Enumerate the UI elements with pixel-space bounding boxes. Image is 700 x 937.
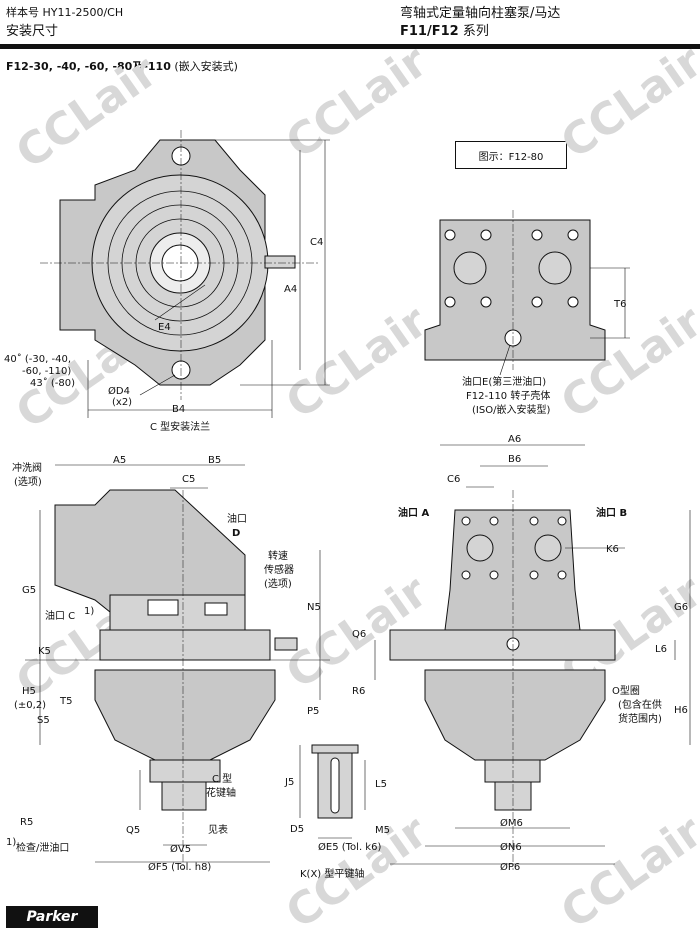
side-view: A5 B5 C5 冲洗阀 (选项) 油口 D 转速 传感器 (选项) G5 N5… <box>6 455 330 873</box>
product-series: F11/F12 系列 <box>400 24 489 39</box>
page-header: 样本号 HY11-2500/CH 安装尺寸 弯轴式定量轴向柱塞泵/马达 F11/… <box>0 0 700 46</box>
footnote-ref: 1) <box>6 837 16 848</box>
footnote-text: 检查/泄油口 <box>16 841 69 854</box>
key-shaft-view: J5 L5 D5 M5 ØE5 (Tol. k6) K(X) 型平键轴 <box>284 744 390 880</box>
port-C-label: 油口 C <box>45 609 75 622</box>
dim-K6: K6 <box>606 544 619 555</box>
port-E-note-2: F12-110 转子壳体 <box>466 389 550 402</box>
watermark: CCLair <box>277 36 437 169</box>
product-line: 弯轴式定量轴向柱塞泵/马达 <box>400 6 561 21</box>
see-table: 见表 <box>208 823 228 836</box>
key-shaft-caption: K(X) 型平键轴 <box>300 867 364 880</box>
dim-D5: D5 <box>290 824 304 835</box>
port-C-footnote-ref: 1) <box>84 606 94 617</box>
watermark: CCLair <box>7 46 167 179</box>
front-flange-view: C4 A4 E4 ØD4 (x2) B4 40˚ (-30, -40, -60,… <box>4 130 330 433</box>
flush-valve-label: 冲洗阀 <box>12 461 42 474</box>
port-A-label: 油口 A <box>398 506 429 519</box>
dim-H5: H5 <box>22 686 36 697</box>
dim-A6: A6 <box>508 434 521 445</box>
watermark: CCLair <box>277 296 437 429</box>
shaft-C-label-2: 花键轴 <box>206 786 236 799</box>
flange-caption: C 型安装法兰 <box>150 420 210 433</box>
watermark: CCLair <box>552 36 700 169</box>
dim-R6: R6 <box>352 686 365 697</box>
port-E-note-1: 油口E(第三泄油口) <box>462 375 546 388</box>
dim-P5: P5 <box>307 706 319 717</box>
dim-B6: B6 <box>508 454 521 465</box>
dim-H6: H6 <box>674 705 688 716</box>
dim-E4: E4 <box>158 322 171 333</box>
dim-P6: ØP6 <box>500 861 520 873</box>
watermark-group: CCLair CCLair CCLair CCLair CCLair CCLai… <box>7 36 700 937</box>
speed-sensor-1: 转速 <box>268 549 288 562</box>
dim-Q6: Q6 <box>352 629 366 640</box>
dim-C6: C6 <box>447 474 460 485</box>
dim-J5: J5 <box>284 777 294 788</box>
angle-note-2: -60, -110) <box>22 366 71 377</box>
dim-B4: B4 <box>172 404 185 415</box>
doc-number: 样本号 HY11-2500/CH <box>6 6 124 19</box>
angle-note-1: 40˚ (-30, -40, <box>4 353 71 365</box>
dim-E5: ØE5 (Tol. k6) <box>318 841 381 853</box>
port-B-label: 油口 B <box>596 506 627 519</box>
dim-L5: L5 <box>375 779 387 790</box>
dim-N5: N5 <box>307 602 321 613</box>
dim-H5-tol: (±0,2) <box>14 700 46 711</box>
flush-valve-option: (选项) <box>14 475 42 488</box>
dim-M6: ØM6 <box>500 817 523 829</box>
dim-C5: C5 <box>182 474 195 485</box>
angle-note-3: 43˚ (-80) <box>30 377 75 389</box>
dim-T5: T5 <box>59 696 72 707</box>
dim-A4: A4 <box>284 284 297 295</box>
dim-G6: G6 <box>674 602 688 613</box>
port-D-label: 油口 <box>227 512 247 525</box>
figure-note-box: 图示：F12-80 <box>455 141 567 169</box>
dim-T6: T6 <box>613 299 626 310</box>
section-title: 安装尺寸 <box>6 24 59 39</box>
dim-C4: C4 <box>310 237 323 248</box>
speed-sensor-3: (选项) <box>264 577 292 590</box>
port-E-note-3: (ISO/嵌入安装型) <box>472 403 550 416</box>
dim-M5: M5 <box>375 825 390 836</box>
rear-port-view: T6 油口E(第三泄油口) F12-110 转子壳体 (ISO/嵌入安装型) <box>424 210 630 416</box>
header-rule <box>0 44 700 49</box>
dim-D4-count: (x2) <box>112 397 132 408</box>
speed-sensor-2: 传感器 <box>264 563 294 576</box>
dim-L6: L6 <box>655 644 667 655</box>
dim-V5: ØV5 <box>170 843 191 855</box>
dim-Q5: Q5 <box>126 825 140 836</box>
dim-N6: ØN6 <box>500 841 522 853</box>
dim-K5: K5 <box>38 646 51 657</box>
dim-A5: A5 <box>113 455 126 466</box>
dim-G5: G5 <box>22 585 36 596</box>
drawing-subtitle: F12-30, -40, -60, -80及-110 (嵌入安装式) <box>6 60 238 73</box>
dim-D4: ØD4 <box>108 385 130 397</box>
dim-B5: B5 <box>208 455 221 466</box>
dim-R5: R5 <box>20 817 33 828</box>
o-ring-label-3: 货范围内) <box>618 712 662 725</box>
shaft-C-label-1: C 型 <box>212 772 232 785</box>
o-ring-label-2: (包含在供 <box>618 698 662 711</box>
dim-S5: S5 <box>37 715 50 726</box>
parker-logo: Parker <box>6 906 98 928</box>
watermark: CCLair <box>552 806 700 937</box>
port-D-code: D <box>232 528 240 539</box>
o-ring-label-1: O型圈 <box>612 684 640 697</box>
front-port-view: A6 B6 C6 油口 A 油口 B K6 G6 Q6 L6 R6 O型圈 (包… <box>352 434 691 873</box>
dim-F5: ØF5 (Tol. h8) <box>148 861 211 873</box>
